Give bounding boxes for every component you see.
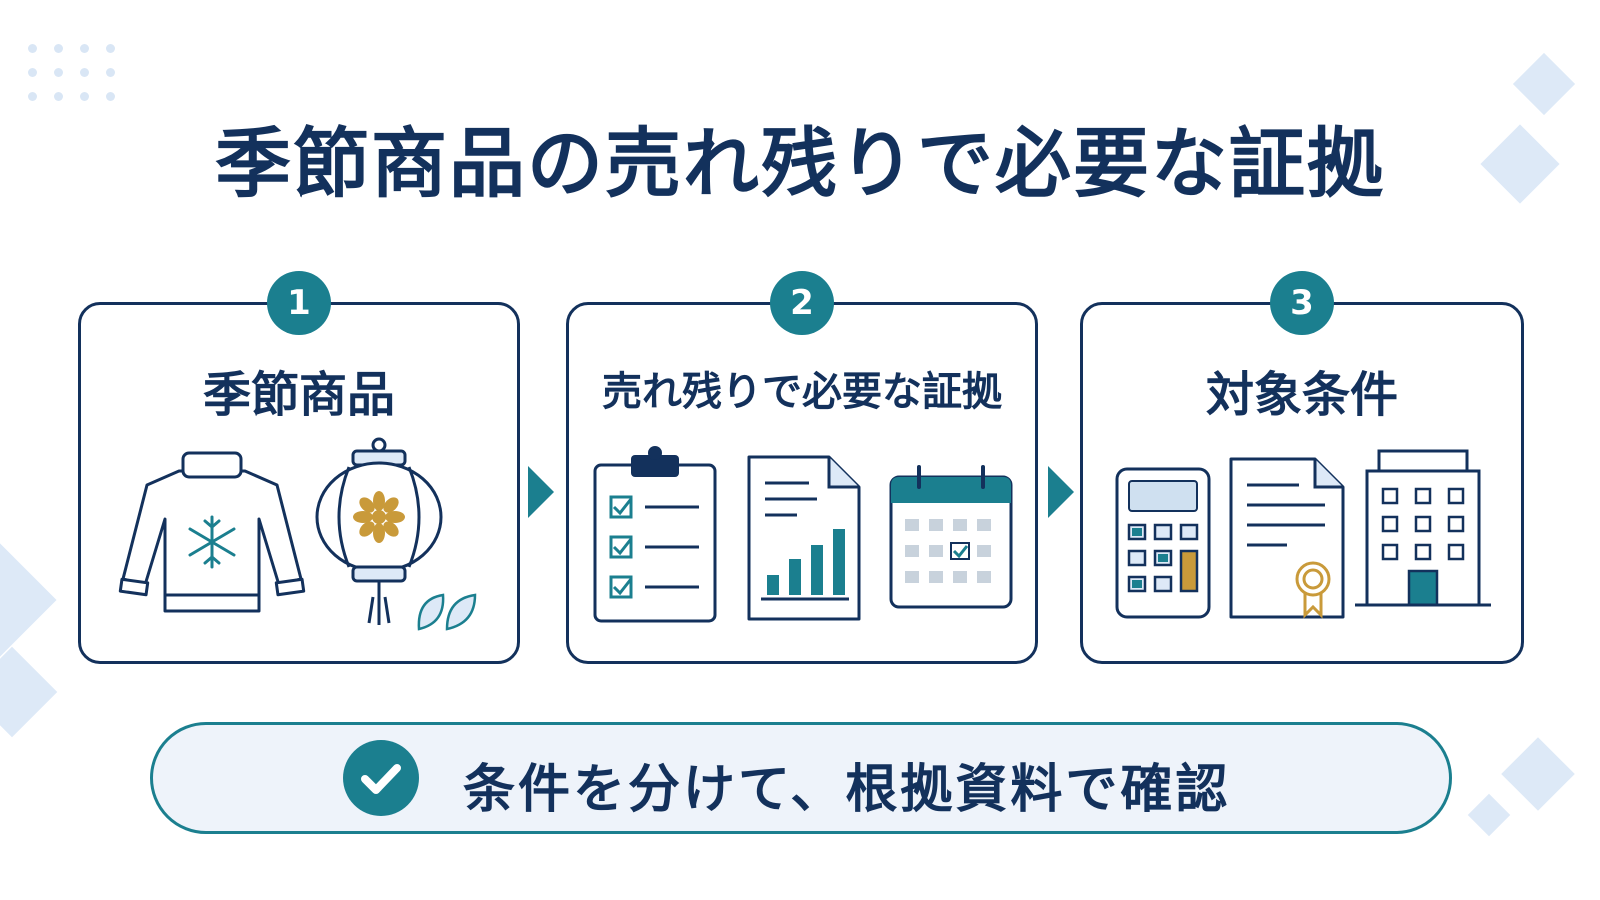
sweater-icon	[118, 451, 306, 613]
diamond-decoration	[0, 543, 57, 657]
bar-chart-document-icon	[747, 455, 861, 621]
summary-banner: 条件を分けて、根拠資料で確認	[150, 722, 1452, 834]
certificate-document-icon	[1229, 457, 1345, 619]
step-label: 売れ残りで必要な証拠	[602, 369, 1002, 415]
summary-text: 条件を分けて、根拠資料で確認	[463, 760, 1231, 820]
clipboard-checklist-icon	[593, 446, 717, 623]
step-label: 対象条件	[1205, 367, 1398, 423]
step-number-badge: 1	[267, 271, 331, 335]
lantern-icon	[315, 437, 443, 625]
flow-arrow	[1048, 466, 1074, 518]
step-icons	[1083, 447, 1521, 637]
step-card-3: 3 対象条件	[1080, 271, 1524, 664]
step-icons	[569, 446, 1035, 637]
step-card-1: 1 季節商品	[78, 271, 520, 664]
step-number-badge: 3	[1270, 271, 1334, 335]
step-icons	[81, 437, 517, 637]
diamond-decoration	[0, 646, 58, 738]
flow-arrow	[528, 466, 554, 518]
leaf-icon	[417, 593, 477, 631]
check-icon	[343, 740, 419, 816]
diamond-decoration	[1467, 793, 1511, 837]
step-card-2: 2 売れ残りで必要な証拠	[566, 271, 1038, 664]
office-building-icon	[1355, 449, 1491, 607]
step-label: 季節商品	[202, 367, 395, 423]
calendar-icon	[889, 465, 1013, 609]
calculator-icon	[1115, 467, 1211, 619]
page-title: 季節商品の売れ残りで必要な証拠	[215, 119, 1385, 208]
step-number-badge: 2	[770, 271, 834, 335]
dot-grid-decoration	[28, 44, 118, 104]
diamond-decoration	[1501, 737, 1575, 811]
